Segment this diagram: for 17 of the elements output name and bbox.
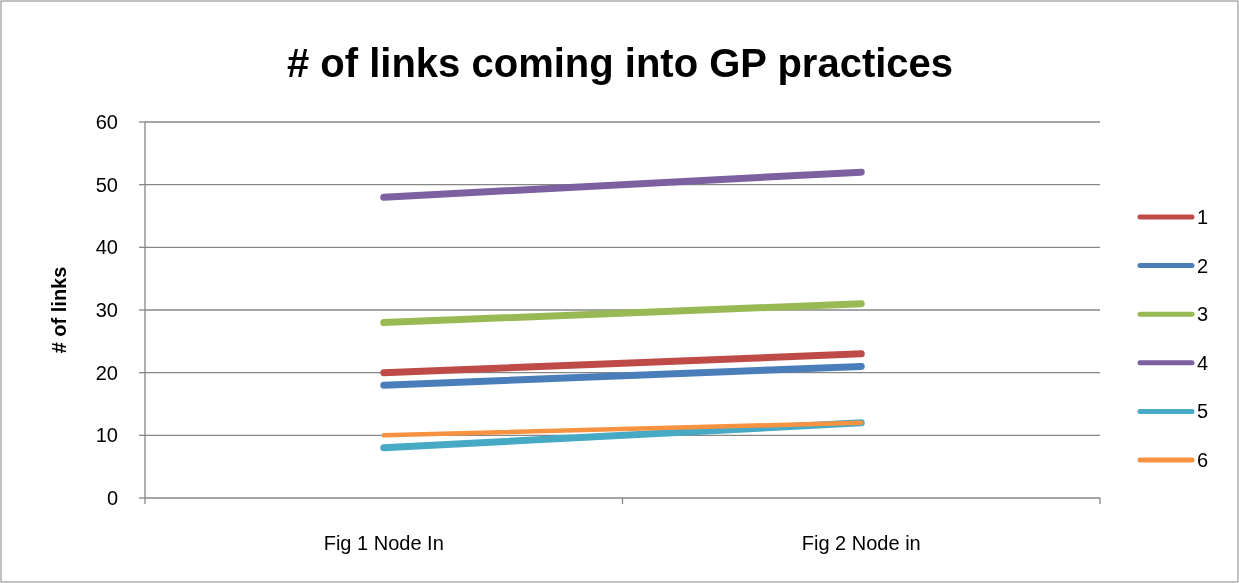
legend-label: 6 (1197, 449, 1209, 471)
axis-tick-label: 40 (95, 236, 118, 259)
legend-label: 1 (1197, 206, 1209, 228)
legend-label: 3 (1197, 303, 1209, 326)
axis-tick-label: 30 (95, 299, 118, 321)
axis-tick-label: Fig 2 Node in (801, 532, 921, 554)
axis-tick-label: 10 (95, 424, 118, 447)
legend-label: 2 (1197, 254, 1209, 277)
axis-tick-label: Fig 1 Node In (323, 532, 444, 554)
axis-tick-label: 50 (95, 173, 118, 196)
axis-tick-label: 20 (95, 361, 118, 384)
axis-tick-label: 0 (106, 487, 118, 509)
legend-label: 4 (1197, 351, 1209, 374)
axis-title: # of links (48, 266, 70, 354)
axis-tick-label: 60 (95, 111, 118, 133)
chart-title: # of links coming into GP practices (286, 41, 954, 85)
legend-label: 5 (1197, 400, 1209, 423)
